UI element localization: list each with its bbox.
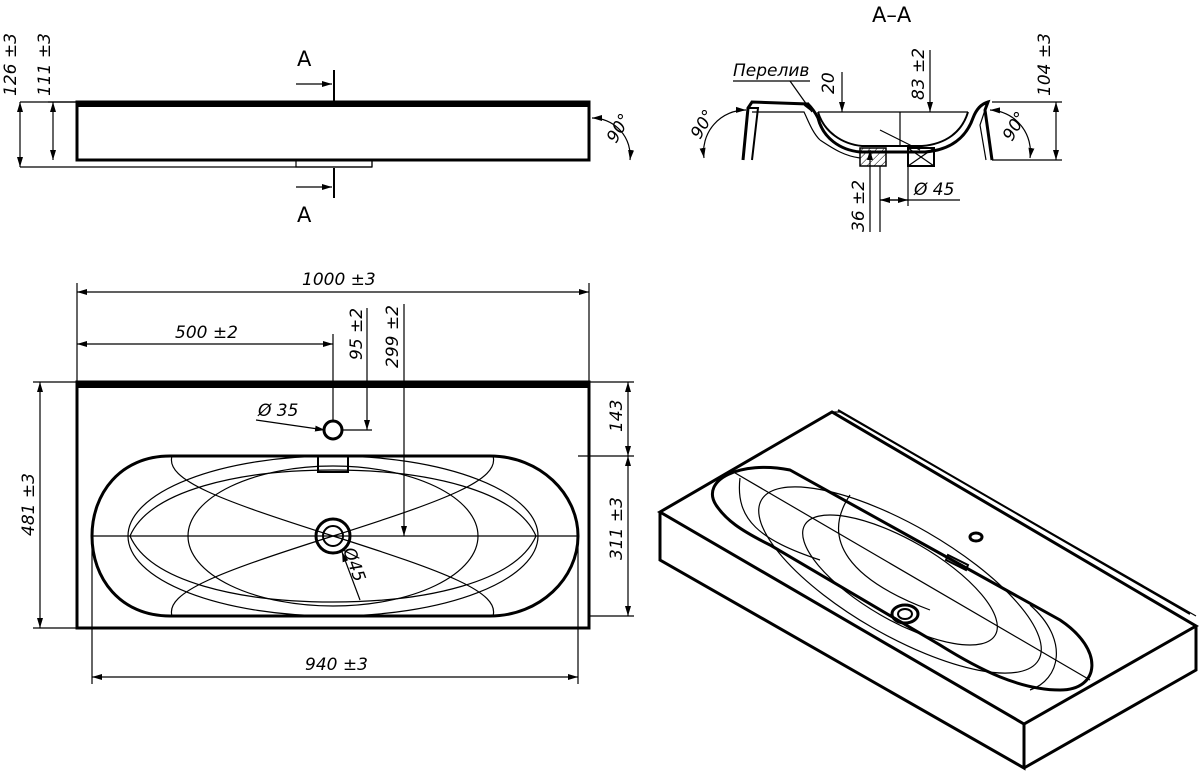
cut-label-bottom: A — [297, 203, 312, 227]
top-view: 1000 ±3 500 ±2 95 ±2 299 ±2 143 311 ±3 Ø… — [19, 270, 634, 684]
iso-bowl-outline — [710, 465, 1094, 692]
dim-311: 311 ±3 — [607, 497, 627, 560]
dim-1000: 1000 ±3 — [302, 270, 376, 290]
dim-dia45-top: Ø45 — [338, 544, 369, 585]
dim-36: 36 ±2 — [849, 180, 869, 232]
dim-20: 20 — [819, 72, 839, 94]
dim-104: 104 ±3 — [1035, 33, 1055, 96]
overflow-label: Перелив — [733, 61, 809, 81]
dim-83: 83 ±2 — [909, 48, 929, 100]
iso-tap-hole — [968, 531, 984, 543]
dim-500: 500 ±2 — [175, 323, 238, 343]
angle-90-front: 90° — [603, 110, 635, 146]
front-view-body — [75, 100, 591, 162]
cut-label-top: A — [297, 47, 312, 71]
dim-dia35: Ø 35 — [257, 401, 298, 421]
dim-95: 95 ±2 — [347, 308, 367, 360]
angle-90-right: 90° — [999, 108, 1031, 144]
dim-126: 126 ±3 — [1, 33, 21, 96]
angle-90-left: 90° — [687, 106, 719, 142]
bowl-outline — [90, 454, 580, 618]
section-title: A–A — [872, 3, 912, 27]
dim-dia45-section: Ø 45 — [913, 180, 954, 200]
front-view: 126 ±3 111 ±3 A A 90° — [1, 33, 635, 227]
dim-299: 299 ±2 — [383, 305, 403, 368]
drain-outer — [314, 517, 352, 555]
dim-143: 143 — [607, 400, 627, 432]
tap-hole — [322, 419, 344, 441]
isometric-view — [657, 409, 1199, 771]
dim-111: 111 ±3 — [35, 33, 55, 96]
dim-481: 481 ±3 — [19, 473, 39, 536]
section-a-a-view: A–A Перелив 20 83 ±2 104 ±3 36 — [687, 3, 1062, 232]
dim-940: 940 ±3 — [305, 655, 368, 675]
